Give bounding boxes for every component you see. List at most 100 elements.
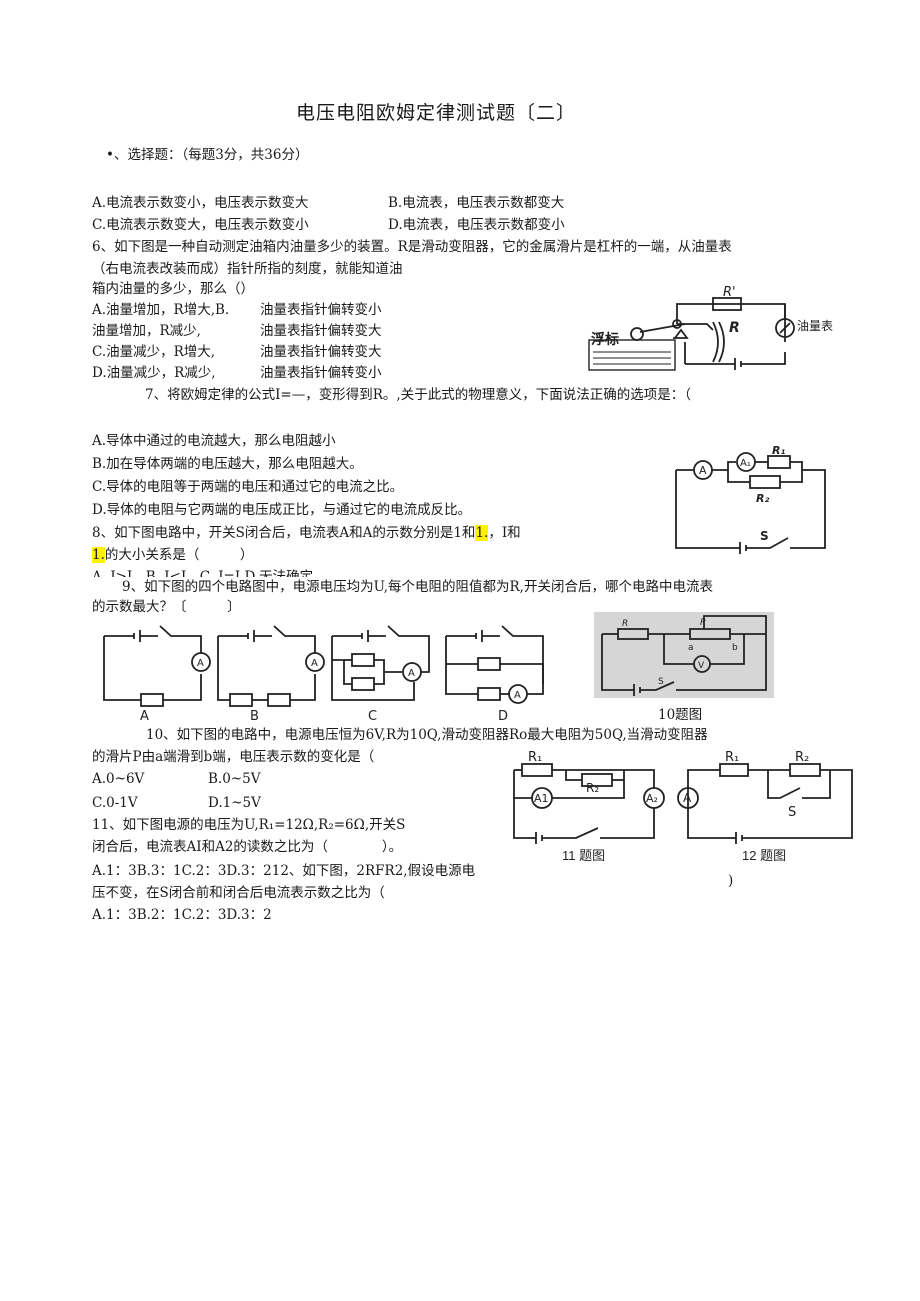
fig10-circuit-diagram: R P a b V S — [601, 615, 767, 696]
q8-stem-part-b: ，I和 — [488, 525, 521, 541]
q6-option-1b: 油量表指针偏转变小 — [260, 302, 382, 318]
fig6-lever — [639, 323, 686, 333]
fig12-label-r2: R₂ — [795, 750, 809, 765]
q9-circuit-c: A C — [331, 625, 430, 724]
q9-c-meter-label: A — [408, 668, 415, 679]
fig10-label-v: V — [698, 661, 705, 671]
q9-stem-line1: 9、如下图的四个电路图中，电源电压均为U,每个电阻的阻值都为R,开关闭合后，哪个… — [122, 579, 713, 595]
fig8-switch — [746, 537, 789, 549]
q6-option-4b: 油量表指针偏转变小 — [260, 365, 382, 381]
q6-option-2a: 油量增加，R减少, — [92, 323, 201, 339]
q8-highlight-1: 1. — [475, 525, 489, 541]
fig10-rheostat — [689, 628, 731, 640]
fig11-label-a1: A1 — [534, 792, 549, 805]
fig6-float — [630, 327, 644, 341]
fig10-label-s: S — [658, 677, 664, 687]
q7-stem: 7、将欧姆定律的公式I=—，变形得到R。,关于此式的物理意义，下面说法正确的选项… — [145, 387, 691, 403]
fig12-label-a: A — [683, 791, 692, 805]
fig12-resistor-r2 — [789, 763, 821, 777]
fig10-label-p: P — [700, 618, 706, 628]
q12-stem: 压不变，在S闭合前和闭合后电流表示数之比为（ — [92, 885, 385, 901]
fig6-label-float: 浮标 — [591, 331, 619, 348]
fig8-label-a: A — [699, 464, 707, 477]
fig10-caption: 10题图 — [658, 707, 703, 723]
q8-circuit-diagram: A A₁ R₁ R₂ S — [675, 444, 826, 554]
q6-stem-line2: （右电流表改装而成）指针所指的刻度，就能知道油 — [92, 261, 403, 277]
q5-option-a: A.电流表示数变小，电压表示数变大 — [92, 195, 309, 211]
fig10-label-a: a — [688, 643, 694, 653]
q10-stem-line1: 10、如下图的电路中，电源电压恒为6V,R为10Q,滑动变阻器Ro最大电阻为50… — [146, 727, 708, 743]
fig8-label-s: S — [760, 529, 769, 543]
fig11-circuit-diagram: R₁ R₂ A1 A₂ 11 题图 — [513, 750, 665, 863]
q6-stem-line3: 箱内油量的多少，那么（） — [92, 281, 254, 297]
fig12-label-r1: R₁ — [725, 750, 739, 765]
q6-option-4a: D.油量减少，R减少, — [92, 365, 216, 381]
fig12-label-s: S — [788, 805, 796, 820]
q10-option-c: C.0-1V — [92, 795, 138, 811]
q9-b-meter-label: A — [311, 658, 318, 669]
fig6-top-wire — [676, 303, 786, 342]
q11-q12-options-line: A.1：3B.3：1C.2：3D.3：212、如下图，2RFR2,假设电源电 — [92, 863, 476, 879]
fig12-resistor-r1 — [719, 763, 749, 777]
q9-label-d: D — [498, 709, 508, 724]
q8-options-cut: A. I>I，B. I<I，C. I=I D.无法确定 — [92, 568, 392, 577]
q6-option-1a: A.油量增加，R增大,B. — [92, 302, 230, 318]
q6-option-3a: C.油量减少，R增大, — [92, 344, 216, 360]
q9-a-meter-label: A — [197, 658, 204, 669]
q8-stem-part-a: 8、如下图电路中，开关S闭合后，电流表A和A的示数分别是1和 — [92, 525, 476, 541]
fig8-label-r2: R₂ — [756, 492, 769, 505]
q11-stem-line2: 闭合后，电流表AI和A2的读数之比为（ ）。 — [92, 839, 403, 855]
fig10-label-b: b — [732, 643, 738, 653]
q6-stem-line1: 6、如下图是一种自动测定油箱内油量多少的装置。R是滑动变阻器，它的金属滑片是杠杆… — [92, 239, 732, 255]
fig12-switch — [767, 770, 801, 799]
q8-highlight-2: 1. — [92, 547, 105, 563]
fig11-caption: 11 题图 — [562, 848, 605, 863]
fig8-label-r1: R₁ — [772, 444, 785, 457]
q9-circuit-d: A D — [445, 625, 544, 724]
q9-d-meter-label: A — [514, 690, 521, 701]
q11-stem-line1: 11、如下图电源的电压为U,R₁=12Ω,R₂=6Ω,开关S — [92, 817, 406, 833]
q12-options: A.1：3B.2：1C.2：3D.3：2 — [92, 907, 272, 923]
fig11-label-r2: R₂ — [586, 781, 599, 795]
q8-stem-part-c: 的大小关系是（ ） — [104, 547, 254, 563]
q9-label-b: B — [250, 709, 259, 724]
fig8-resistor-r2 — [749, 475, 781, 489]
q9-circuits-diagram: A A A B A C — [103, 625, 544, 724]
q8-stem-line1: 8、如下图电路中，开关S闭合后，电流表A和A的示数分别是1和1.，I和 — [92, 524, 521, 542]
fig8-label-a1: A₁ — [740, 458, 751, 469]
fig10-resistor-r — [617, 628, 649, 640]
q6-option-3b: 油量表指针偏转变大 — [260, 344, 382, 360]
fig6-resistor-r-prime — [712, 297, 742, 311]
q9-label-c: C — [368, 709, 377, 724]
section-heading: •、选择题：（每题3分，共36分） — [106, 147, 309, 163]
fuel-gauge-diagram: R' R 油量表 浮标 — [588, 285, 833, 371]
fig6-label-meter: 油量表 — [797, 319, 833, 333]
q9-label-a: A — [140, 709, 149, 724]
q7-option-a: A.导体中通过的电流越大，那么电阻越小 — [92, 433, 336, 449]
q5-option-b: B.电流表，电压表示数都变大 — [388, 195, 565, 211]
q9-circuit-a: A A — [103, 625, 211, 724]
q8-options-text: A. I>I，B. I<I，C. I=I D.无法确定 — [92, 569, 314, 577]
page-title: 电压电阻欧姆定律测试题〔二〕 — [296, 102, 577, 124]
q7-option-b: B.加在导体两端的电压越大，那么电阻越大。 — [92, 456, 363, 472]
fig11-label-r1: R₁ — [528, 750, 542, 765]
q12-paren: ) — [728, 873, 734, 889]
fig8-wire — [675, 470, 740, 549]
fig11-label-a2: A₂ — [646, 792, 658, 805]
q10-option-d: D.1~5V — [208, 795, 261, 811]
fig6-arc-resistor — [712, 321, 719, 363]
fig6-label-r: R — [729, 320, 740, 336]
q9-circuit-b: A B — [217, 625, 325, 724]
fig12-circuit-diagram: R₁ R₂ A S 12 题图 — [677, 750, 853, 863]
q5-option-d: D.电流表，电压表示数都变小 — [388, 217, 565, 233]
q7-option-c: C.导体的电阻等于两端的电压和通过它的电流之比。 — [92, 479, 404, 495]
q10-option-a: A.0~6V — [92, 771, 145, 787]
q5-option-c: C.电流表示数变大，电压表示数变小 — [92, 217, 309, 233]
q10-option-b: B.0~5V — [208, 771, 261, 787]
q7-option-d: D.导体的电阻与它两端的电压成正比，与通过它的电流成反比。 — [92, 502, 472, 518]
fig6-label-r-prime: R' — [723, 285, 736, 300]
fig8-resistor-r1 — [767, 455, 791, 469]
q6-option-2b: 油量表指针偏转变大 — [260, 323, 382, 339]
q9-stem-line2: 的示数最大？〔 〕 — [92, 599, 241, 615]
q10-stem-line2: 的滑片P由a端滑到b端，电压表示数的变化是（ — [92, 749, 375, 765]
